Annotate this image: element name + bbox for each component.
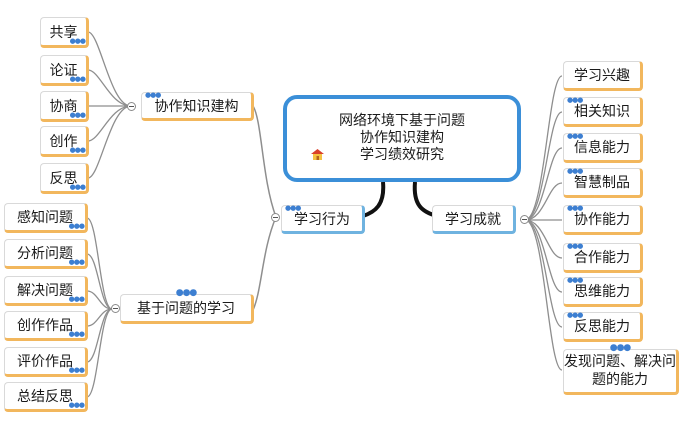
note-dots-icon: ●●● xyxy=(68,295,85,303)
branch-collaborative-knowledge-building-label: 协作知识建构 xyxy=(154,98,239,115)
leaf-problem-solving-ability-label: 发现问题、解决问题的能力 xyxy=(564,354,676,388)
central-topic[interactable]: 网络环境下基于问题 协作知识建构 学习绩效研究 xyxy=(283,95,521,182)
leaf-solve-problem[interactable]: 解决问题 ●●● xyxy=(4,276,88,306)
leaf-cooperation-ability[interactable]: ●●● 合作能力 xyxy=(563,243,643,273)
note-dots-icon: ●●● xyxy=(69,111,86,119)
leaf-wisdom-artifacts[interactable]: ●●● 智慧制品 xyxy=(563,168,643,198)
note-dots-icon: ●●● xyxy=(69,183,86,191)
leaf-create-work-label: 创作作品 xyxy=(17,318,73,334)
note-dots-icon: ●●● xyxy=(567,167,583,175)
leaf-argue[interactable]: 论证 ●●● xyxy=(40,55,89,86)
leaf-learning-interest-label: 学习兴趣 xyxy=(574,68,630,84)
leaf-learning-interest[interactable]: 学习兴趣 xyxy=(563,61,643,91)
central-title-line-2: 协作知识建构 xyxy=(360,130,444,146)
note-dots-icon: ●●● xyxy=(567,132,583,140)
collapse-minus-icon[interactable] xyxy=(271,213,280,222)
collapse-minus-icon[interactable] xyxy=(520,215,529,224)
note-dots-icon: ●●● xyxy=(175,288,198,298)
note-dots-icon: ●●● xyxy=(285,204,301,212)
leaf-perceive-problem-label: 感知问题 xyxy=(17,210,73,226)
leaf-problem-solving-ability[interactable]: ●●● 发现问题、解决问题的能力 xyxy=(563,344,679,395)
note-dots-icon: ●●● xyxy=(567,311,583,319)
note-dots-icon: ●●● xyxy=(68,222,85,230)
branch-learning-achievement-label: 学习成就 xyxy=(445,211,501,228)
note-dots-icon: ●●● xyxy=(567,96,583,104)
leaf-related-knowledge-label: 相关知识 xyxy=(574,104,630,120)
collapse-minus-icon[interactable] xyxy=(127,102,136,111)
house-icon xyxy=(311,149,324,160)
note-dots-icon: ●●● xyxy=(68,366,85,374)
central-title-line-1: 网络环境下基于问题 xyxy=(339,113,465,129)
note-dots-icon: ●●● xyxy=(567,242,583,250)
leaf-collaboration-ability[interactable]: ●●● 协作能力 xyxy=(563,205,643,235)
note-dots-icon: ●●● xyxy=(609,343,632,353)
leaf-thinking-ability[interactable]: ●●● 思维能力 xyxy=(563,277,643,307)
leaf-share-label: 共享 xyxy=(49,24,78,41)
note-dots-icon: ●●● xyxy=(69,75,86,83)
leaf-summarize-reflect-label: 总结反思 xyxy=(17,389,73,405)
note-dots-icon: ●●● xyxy=(69,146,86,154)
leaf-negotiate[interactable]: 协商 ●●● xyxy=(40,91,89,122)
leaf-reflection-ability[interactable]: ●●● 反思能力 xyxy=(563,312,643,342)
branch-learning-behavior-label: 学习行为 xyxy=(294,211,350,228)
leaf-evaluate-work[interactable]: 评价作品 ●●● xyxy=(4,347,88,377)
note-dots-icon: ●●● xyxy=(69,37,86,45)
note-dots-icon: ●●● xyxy=(567,276,583,284)
central-title: 网络环境下基于问题 协作知识建构 学习绩效研究 xyxy=(287,113,517,164)
leaf-reflection-ability-label: 反思能力 xyxy=(574,319,630,335)
branch-learning-achievement[interactable]: 学习成就 xyxy=(432,205,516,234)
leaf-cooperation-ability-label: 合作能力 xyxy=(574,250,630,266)
leaf-share[interactable]: 共享 ●●● xyxy=(40,17,89,48)
note-dots-icon: ●●● xyxy=(68,401,85,409)
leaf-thinking-ability-label: 思维能力 xyxy=(574,284,630,300)
leaf-analyze-problem-label: 分析问题 xyxy=(17,246,73,262)
note-dots-icon: ●●● xyxy=(68,330,85,338)
leaf-create[interactable]: 创作 ●●● xyxy=(40,126,89,157)
branch-problem-based-learning[interactable]: ●●● 基于问题的学习 xyxy=(120,289,254,324)
note-dots-icon: ●●● xyxy=(145,91,161,99)
leaf-create-label: 创作 xyxy=(49,133,78,150)
collapse-minus-icon[interactable] xyxy=(111,304,120,313)
leaf-information-ability[interactable]: ●●● 信息能力 xyxy=(563,133,643,163)
leaf-summarize-reflect[interactable]: 总结反思 ●●● xyxy=(4,382,88,412)
leaf-collaboration-ability-label: 协作能力 xyxy=(574,212,630,228)
leaf-solve-problem-label: 解决问题 xyxy=(17,283,73,299)
branch-collaborative-knowledge-building[interactable]: ●●● 协作知识建构 xyxy=(141,92,254,121)
leaf-reflect-label: 反思 xyxy=(49,170,78,187)
leaf-analyze-problem[interactable]: 分析问题 ●●● xyxy=(4,239,88,269)
leaf-information-ability-label: 信息能力 xyxy=(574,140,630,156)
leaf-argue-label: 论证 xyxy=(49,62,78,79)
note-dots-icon: ●●● xyxy=(567,204,583,212)
leaf-negotiate-label: 协商 xyxy=(49,98,78,115)
branch-learning-behavior[interactable]: ●●● 学习行为 xyxy=(281,205,365,234)
leaf-perceive-problem[interactable]: 感知问题 ●●● xyxy=(4,203,88,233)
leaf-create-work[interactable]: 创作作品 ●●● xyxy=(4,311,88,341)
leaf-reflect[interactable]: 反思 ●●● xyxy=(40,163,89,194)
central-title-line-3: 学习绩效研究 xyxy=(360,147,444,163)
branch-problem-based-learning-label: 基于问题的学习 xyxy=(137,301,235,317)
leaf-related-knowledge[interactable]: ●●● 相关知识 xyxy=(563,97,643,127)
note-dots-icon: ●●● xyxy=(68,258,85,266)
leaf-wisdom-artifacts-label: 智慧制品 xyxy=(574,175,630,191)
leaf-evaluate-work-label: 评价作品 xyxy=(17,354,73,370)
